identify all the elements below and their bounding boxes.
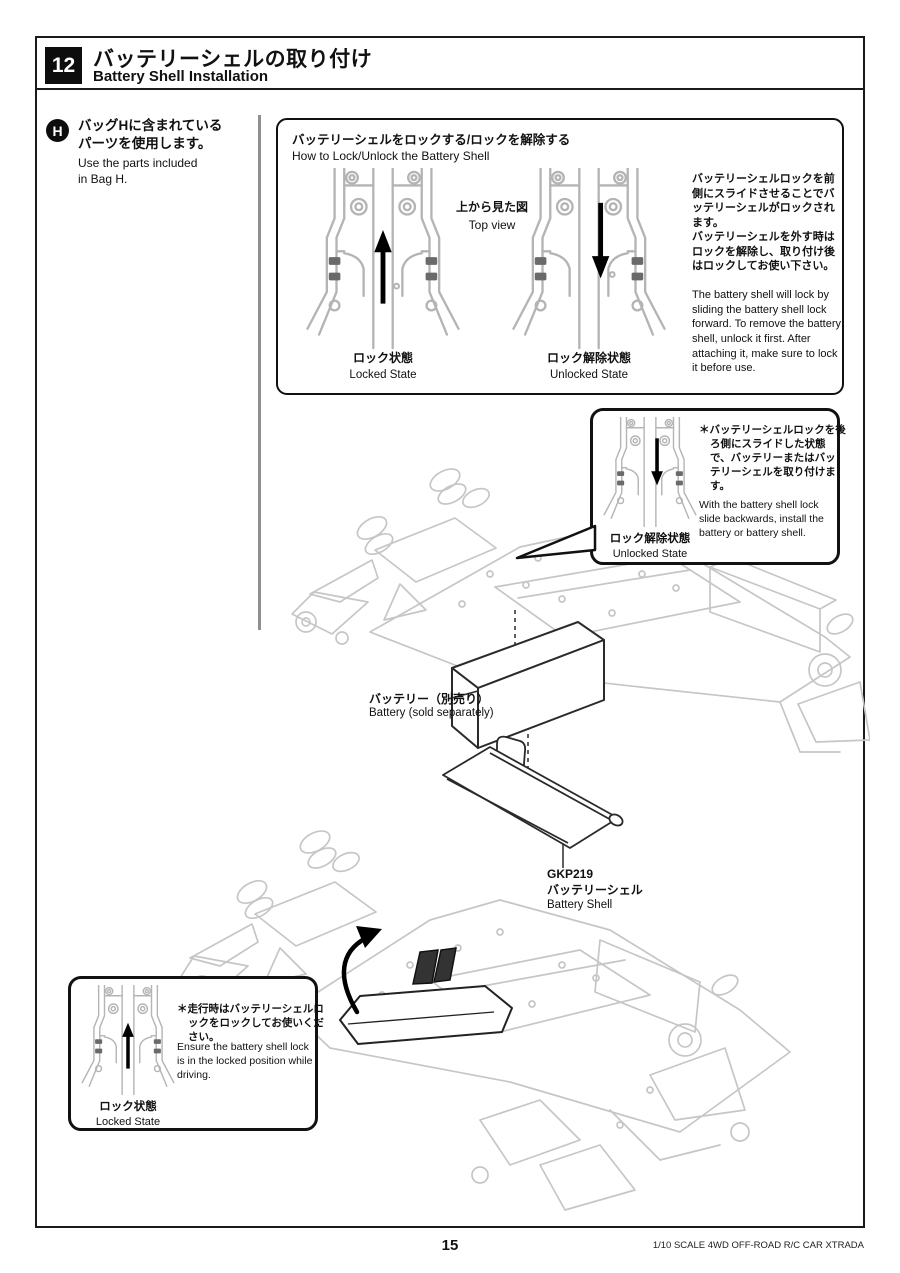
callout-unlocked-top-view-diagram <box>603 417 697 528</box>
locked-state-en: Locked State <box>349 369 417 382</box>
lock-unlock-box: バッテリーシェルをロックする/ロックを解除する How to Lock/Unlo… <box>276 118 844 395</box>
callout-unlocked-en: Unlocked State <box>612 548 688 561</box>
close-motion-arrow-icon <box>341 926 382 1015</box>
shell-label-en: Battery Shell <box>547 899 613 912</box>
battery-shell-drawing <box>442 735 624 849</box>
lock-down-arrow-icon <box>591 202 610 279</box>
upper-chassis-illustration <box>291 468 870 868</box>
lock-up-arrow-icon <box>122 1022 134 1069</box>
battery-label-jp: バッテリー（別売り） <box>369 692 490 706</box>
battery-label-en: Battery (sold separately) <box>369 707 494 719</box>
shell-flap-drawing <box>339 947 513 1045</box>
top-view-label: 上から見た図 Top view <box>454 198 530 234</box>
battery-box-drawing <box>451 621 605 749</box>
lock-box-para-en: The battery shell will lock by sliding t… <box>692 289 841 375</box>
unlocked-state-jp: ロック解除状態 <box>546 351 631 365</box>
bag-note-jp: バッグHに含まれている パーツを使用します。 <box>78 118 223 152</box>
unlocked-state-label: ロック解除状態 Unlocked State <box>510 350 668 384</box>
lock-box-para2-jp: バッテリーシェルを外す時はロックを解除し、取り付け後はロックしてお使い下さい。 <box>692 231 835 273</box>
callout-locked-jp: ロック状態 <box>99 1101 157 1113</box>
callout-unlocked-jp: ロック解除状態 <box>609 533 691 545</box>
column-divider <box>258 115 261 630</box>
install-callout-jp: ＊バッテリーシェルロックを後ろ側にスライドした状態で、バッテリーまたはバッテリー… <box>699 424 846 492</box>
callout-pointer-tail <box>515 524 597 560</box>
lock-box-para1-jp: バッテリーシェルロックを前側にスライドさせることでバッテリーシェルがロックされま… <box>692 173 835 229</box>
locked-top-view-diagram <box>306 168 460 350</box>
top-view-label-en: Top view <box>468 218 516 232</box>
lock-up-arrow-icon <box>374 229 392 304</box>
install-callout-box: ロック解除状態 Unlocked State ＊バッテリーシェルロックを後ろ側に… <box>590 408 846 565</box>
callout-unlocked-label: ロック解除状態 Unlocked State <box>597 531 703 562</box>
callout-locked-en: Locked State <box>95 1116 161 1129</box>
lower-chassis-illustration <box>180 830 791 1211</box>
battery-leader-line <box>447 690 479 700</box>
install-callout-en: With the battery shell lock slide backwa… <box>699 499 824 539</box>
shell-label-jp: バッテリーシェル <box>547 883 643 898</box>
lock-box-title-en: How to Lock/Unlock the Battery Shell <box>292 149 490 163</box>
callout-locked-label: ロック状態 Locked State <box>75 1099 181 1130</box>
locked-state-label: ロック状態 Locked State <box>304 350 462 384</box>
unlocked-state-en: Unlocked State <box>550 369 628 382</box>
lock-box-title-jp: バッテリーシェルをロックする/ロックを解除する <box>292 133 571 147</box>
lock-down-arrow-icon <box>651 438 663 486</box>
driving-callout-jp: ＊走行時はバッテリーシェルロックをロックしてお使いください。 <box>177 1003 324 1043</box>
top-view-label-jp: 上から見た図 <box>455 200 528 214</box>
driving-callout-en: Ensure the battery shell lock is in the … <box>177 1041 313 1081</box>
bag-h-badge: H <box>46 119 69 142</box>
shell-code: GKP219 <box>547 867 594 881</box>
driving-callout-box: ロック状態 Locked State ＊走行時はバッテリーシェルロックをロックし… <box>68 976 324 1131</box>
section-title-en: Battery Shell Installation <box>93 68 269 85</box>
callout-locked-top-view-diagram <box>81 985 175 1096</box>
shell-label: GKP219 バッテリーシェル Battery Shell <box>547 866 643 914</box>
chassis-line-art <box>180 830 791 1211</box>
section-title-jp: バッテリーシェルの取り付け <box>93 48 373 71</box>
locked-state-jp: ロック状態 <box>352 351 413 365</box>
model-name-text: 1/10 SCALE 4WD OFF-ROAD R/C CAR XTRADA <box>652 1240 864 1251</box>
section-header-box <box>35 36 865 90</box>
chassis-line-art <box>291 468 870 753</box>
unlocked-top-view-diagram <box>512 168 666 350</box>
page-number: 15 <box>441 1237 459 1254</box>
bag-note-en: Use the parts included in Bag H. <box>78 156 198 186</box>
step-number-badge: 12 <box>45 47 82 84</box>
